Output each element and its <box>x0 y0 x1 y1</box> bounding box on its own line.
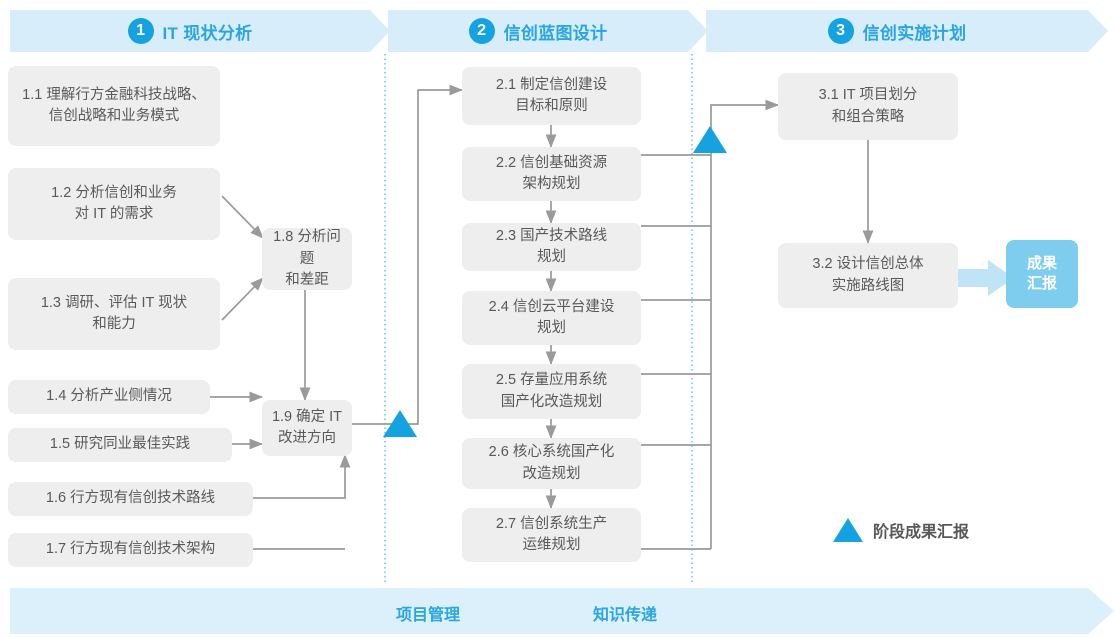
task-box-2-1[interactable]: 2.1 制定信创建设 目标和原则 <box>462 67 641 125</box>
task-box-1-9[interactable]: 1.9 确定 IT 改进方向 <box>262 400 352 456</box>
legend-label: 阶段成果汇报 <box>873 524 970 541</box>
chevron-right-icon <box>1088 588 1114 634</box>
result-arrow-icon <box>958 260 1014 296</box>
bottom-label-project-management: 项目管理 <box>396 607 461 624</box>
bottom-band <box>10 588 1114 634</box>
task-box-1-3[interactable]: 1.3 调研、评估 IT 现状 和能力 <box>8 278 220 350</box>
milestone-triangle-phase1 <box>383 410 417 437</box>
task-box-1-2[interactable]: 1.2 分析信创和业务 对 IT 的需求 <box>8 168 220 240</box>
milestone-triangle-phase2 <box>693 126 727 153</box>
task-box-3-1[interactable]: 3.1 IT 项目划分 和组合策略 <box>778 73 958 140</box>
task-box-2-7[interactable]: 2.7 信创系统生产 运维规划 <box>462 508 641 562</box>
task-box-1-4[interactable]: 1.4 分析产业侧情况 <box>8 380 210 414</box>
chevron-right-icon <box>370 10 390 52</box>
legend: 阶段成果汇报 <box>833 518 969 542</box>
task-box-3-2[interactable]: 3.2 设计信创总体 实施路线图 <box>778 243 958 308</box>
chevron-right-icon <box>1088 10 1108 52</box>
chevron-right-icon <box>688 10 708 52</box>
phase-header-2: 2 信创蓝图设计 <box>388 10 708 52</box>
task-box-1-5[interactable]: 1.5 研究同业最佳实践 <box>8 428 232 462</box>
task-box-1-7[interactable]: 1.7 行方现有信创技术架构 <box>8 533 253 567</box>
task-box-2-5[interactable]: 2.5 存量应用系统 国产化改造规划 <box>462 364 641 419</box>
task-box-2-3[interactable]: 2.3 国产技术路线 规划 <box>462 223 641 271</box>
result-chip[interactable]: 成果 汇报 <box>1006 240 1078 308</box>
task-box-1-8[interactable]: 1.8 分析问题 和差距 <box>262 228 352 290</box>
phase-title-3: 信创实施计划 <box>862 23 967 43</box>
phase-header-1: 1 IT 现状分析 <box>10 10 390 52</box>
task-box-2-6[interactable]: 2.6 核心系统国产化 改造规划 <box>462 438 641 489</box>
phase-title-2: 信创蓝图设计 <box>503 23 608 43</box>
task-box-1-1[interactable]: 1.1 理解行方金融科技战略、 信创战略和业务模式 <box>8 66 220 146</box>
task-box-2-2[interactable]: 2.2 信创基础资源 架构规划 <box>462 147 641 201</box>
triangle-milestone-icon <box>833 518 863 542</box>
phase-number-1: 1 <box>127 18 154 44</box>
phase-number-3: 3 <box>827 18 854 44</box>
task-box-2-4[interactable]: 2.4 信创云平台建设 规划 <box>462 291 641 345</box>
phase-number-2: 2 <box>468 18 495 44</box>
task-box-1-6[interactable]: 1.6 行方现有信创技术路线 <box>8 482 253 516</box>
phase-title-1: IT 现状分析 <box>162 23 253 43</box>
bottom-label-knowledge-transfer: 知识传递 <box>593 607 658 624</box>
phase-header-3: 3 信创实施计划 <box>706 10 1108 52</box>
